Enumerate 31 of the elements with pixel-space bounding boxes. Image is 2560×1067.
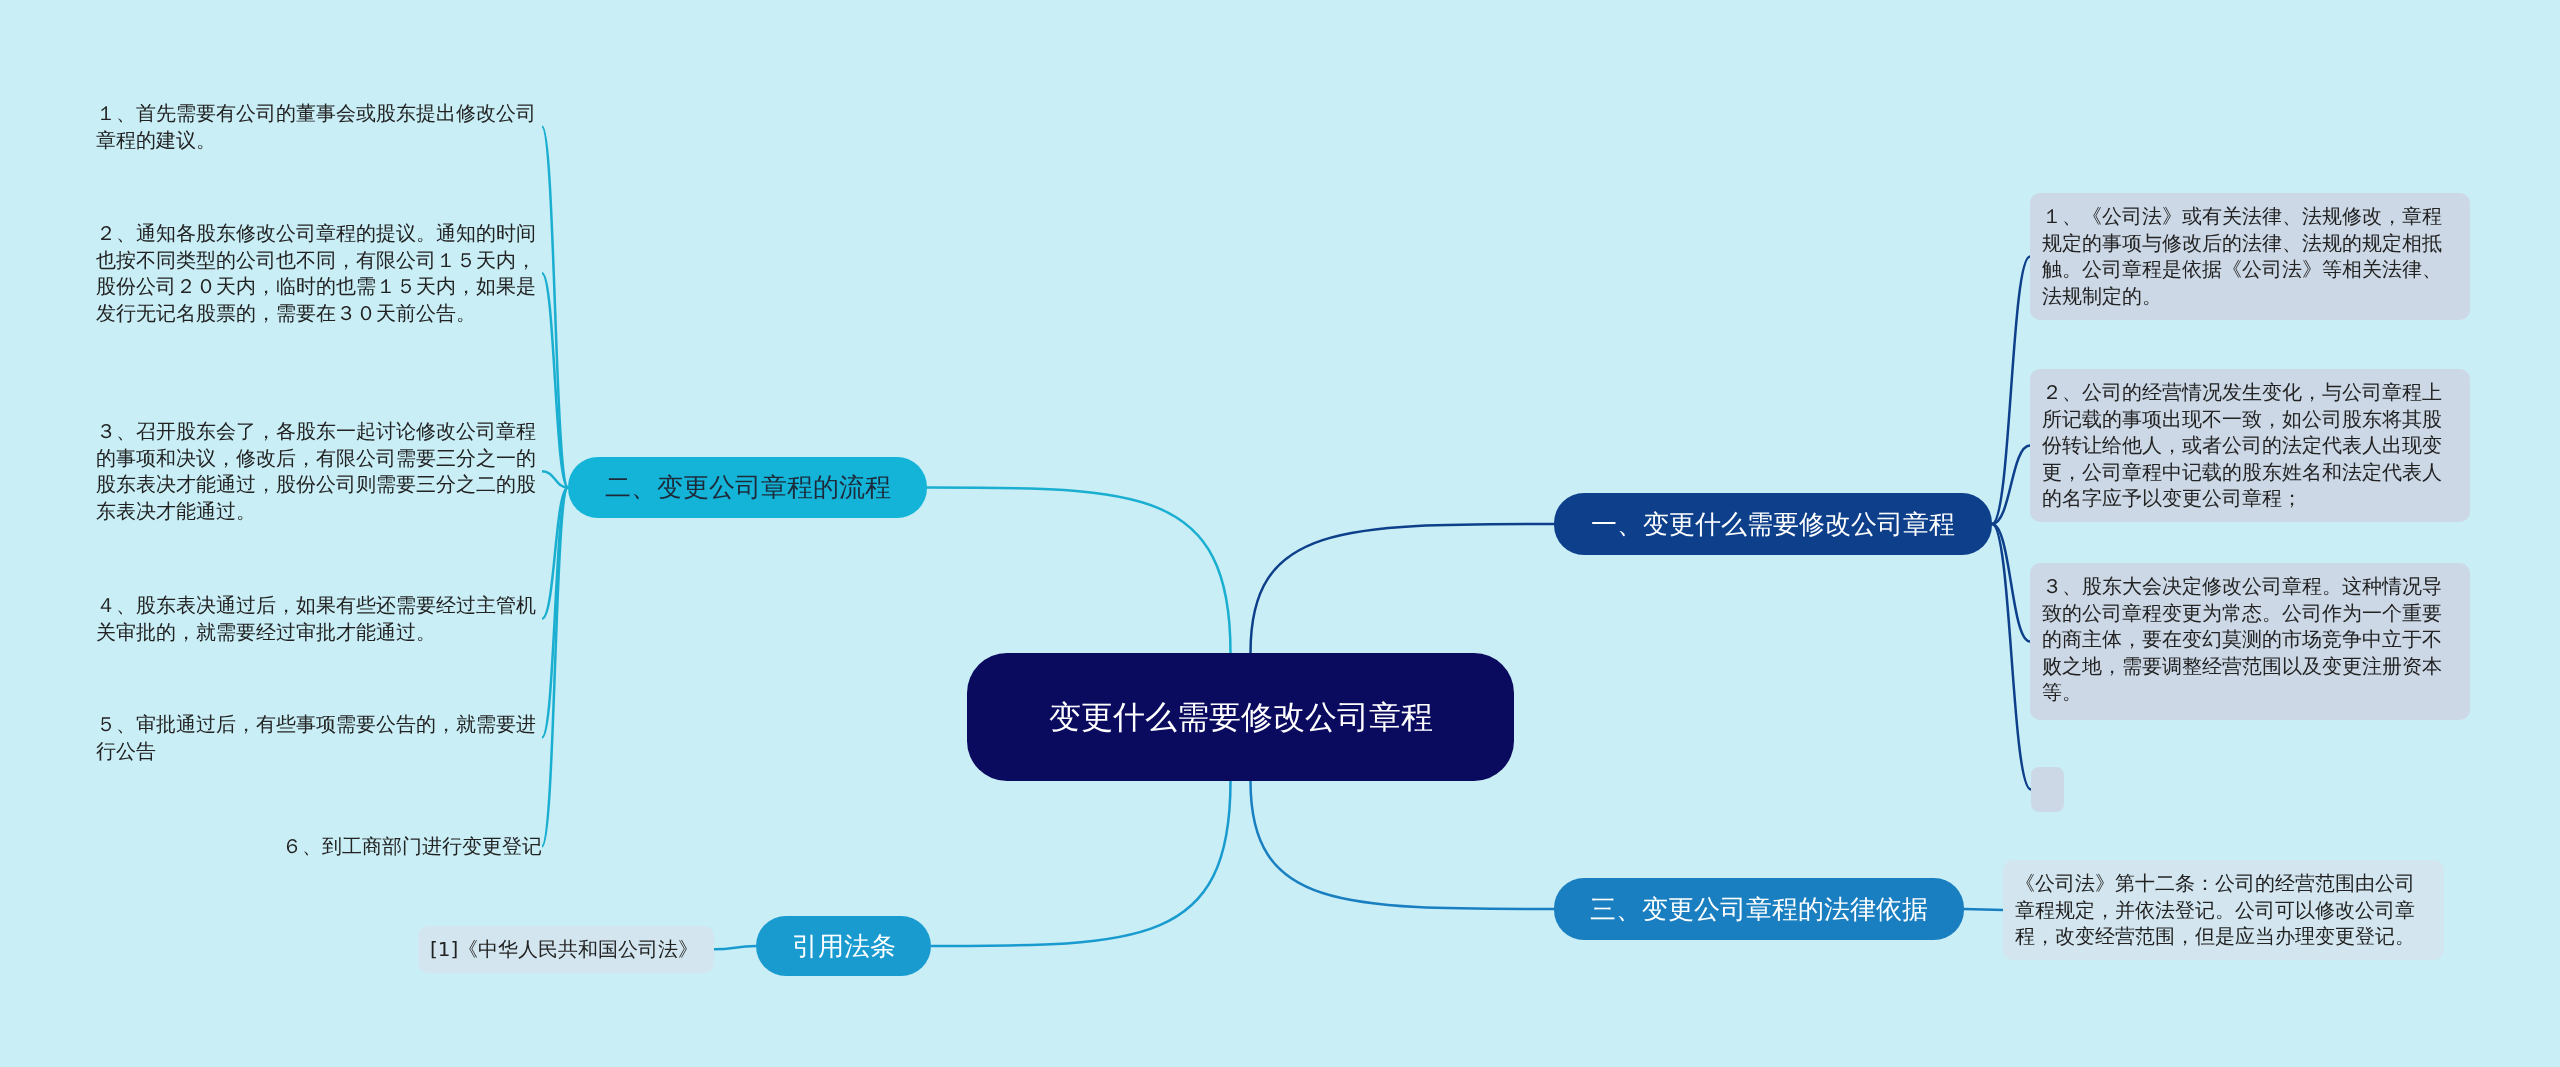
connector xyxy=(931,780,1232,948)
note-card: ３、股东大会决定修改公司章程。这种情况导致的公司章程变更为常态。公司作为一个重要的商主体，要在变幻莫测的市场竞争中立于不败之地，需要调整经营范围以及变更注册资本等。 xyxy=(2030,563,2470,720)
branch-topic: 一、变更什么需要修改公司章程 xyxy=(1554,493,1992,555)
connector xyxy=(541,469,569,489)
connector xyxy=(540,487,570,847)
branch-topic: 三、变更公司章程的法律依据 xyxy=(1554,878,1964,940)
connector xyxy=(1991,522,2031,643)
note-text: ６、到工商部门进行变更登记 xyxy=(240,833,542,860)
note-text: １、首先需要有公司的董事会或股东提出修改公司章程的建议。 xyxy=(96,100,542,154)
note-text: ４、股东表决通过后，如果有些还需要经过主管机关审批的，就需要经过审批才能通过。 xyxy=(96,592,542,646)
connector xyxy=(1964,907,2003,912)
connector xyxy=(714,944,756,951)
connector xyxy=(927,486,1232,654)
connector xyxy=(1249,522,1554,654)
note-card: 《公司法》第十二条：公司的经营范围由公司章程规定，并依法登记。公司可以修改公司章程，改变经营范围，但是应当办理变更登记。 xyxy=(2003,860,2444,960)
branch-topic: 二、变更公司章程的流程 xyxy=(568,457,927,518)
note-card: １、《公司法》或有关法律、法规修改，章程规定的事项与修改后的法律、法规的规定相抵触。公司章程是依据《公司法》等相关法律、法规制定的。 xyxy=(2030,193,2470,320)
note-text: ２、通知各股东修改公司章程的提议。通知的时间也按不同类型的公司也不同，有限公司１５天内，股份公司２０天内，临时的也需１５天内，如果是发行无记名股票的，需要在３０天前公告。 xyxy=(96,220,542,327)
connector xyxy=(541,486,569,620)
connector xyxy=(1991,255,2031,525)
connector xyxy=(1991,444,2031,526)
connector xyxy=(1991,523,2032,791)
note-text: ３、召开股东会了，各股东一起讨论修改公司章程的事项和决议，修改后，有限公司需要三分之一的股东表决才能通过，股份公司则需要三分之二的股东表决才能通过。 xyxy=(96,418,542,525)
central-topic: 变更什么需要修改公司章程 xyxy=(967,653,1514,781)
note-card: ２、公司的经营情况发生变化，与公司章程上所记载的事项出现不一致，如公司股东将其股份转让给他人，或者公司的法定代表人出现变更，公司章程中记载的股东姓名和法定代表人的名字应予以变更公司章程； xyxy=(2030,369,2470,522)
empty-card xyxy=(2031,767,2064,812)
connector xyxy=(1249,780,1554,911)
branch-topic: 引用法条 xyxy=(756,916,931,976)
note-card: [1]《中华人民共和国公司法》 xyxy=(418,926,714,973)
note-text: ５、审批通过后，有些事项需要公告的，就需要进行公告 xyxy=(96,711,542,765)
connector xyxy=(540,272,570,489)
